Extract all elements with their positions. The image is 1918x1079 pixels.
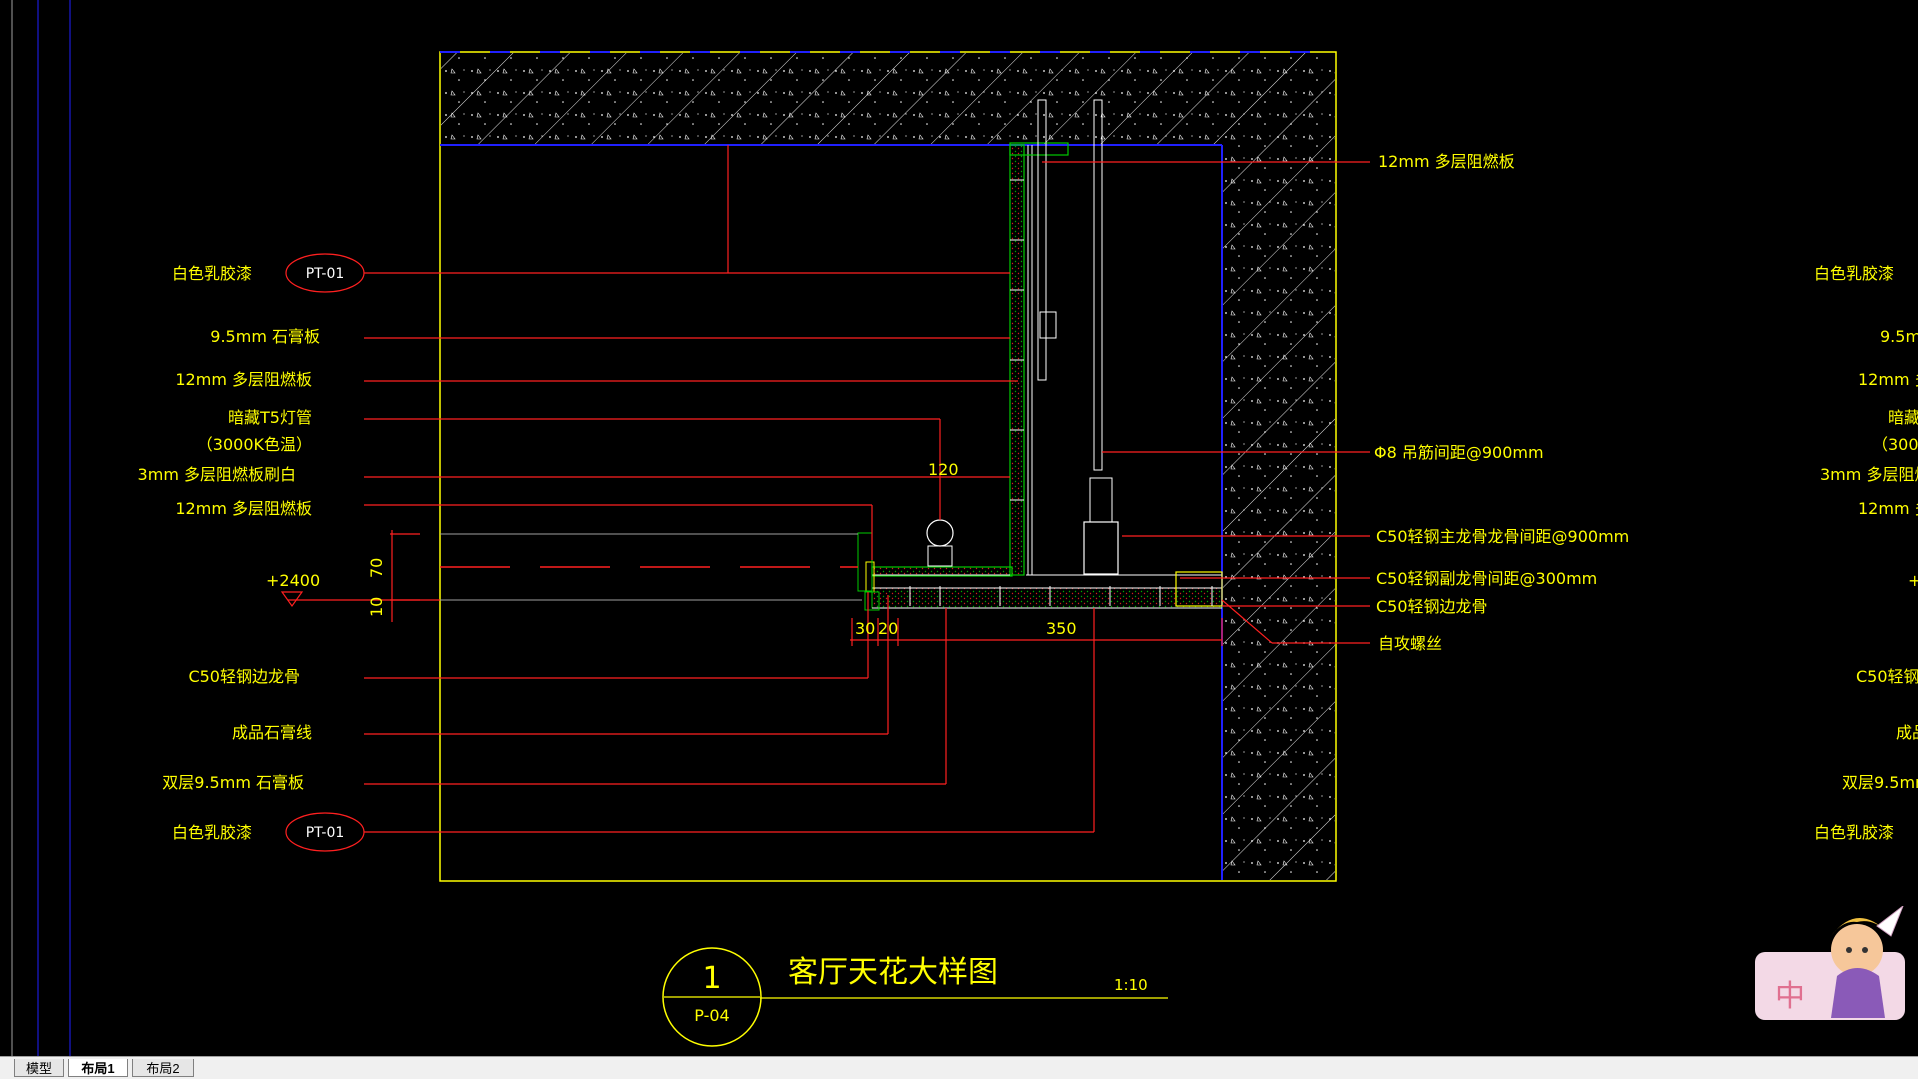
detail-number: 1 — [702, 961, 721, 996]
label-c50-joint: C50轻钢边龙骨 — [188, 667, 300, 686]
label-screw: 自攻螺丝 — [1378, 634, 1442, 653]
viewport-border-lines — [11, 0, 71, 1056]
dim-20: 20 — [878, 619, 898, 638]
svg-text:暗藏T: 暗藏T — [1888, 408, 1918, 427]
cad-drawing-canvas[interactable]: 白色乳胶漆 9.5mm 石膏板 12mm 多层阻燃板 暗藏T5灯管 （3000K… — [0, 0, 1918, 1056]
svg-text:+: + — [1908, 571, 1918, 590]
level-marker-icon — [280, 591, 304, 608]
label-right-fire-board: 12mm 多层阻燃板 — [1378, 152, 1515, 171]
paint-tag-top-text: PT-01 — [306, 266, 345, 282]
label-fire-board-12-b: 12mm 多层阻燃板 — [175, 499, 312, 518]
tab-layout-1[interactable]: 布局1 — [68, 1059, 128, 1077]
svg-text:12mm 多: 12mm 多 — [1858, 499, 1918, 518]
svg-text:白色乳胶漆: 白色乳胶漆 — [1814, 823, 1894, 842]
label-level: +2400 — [266, 571, 320, 590]
paint-tag-bottom-text: PT-01 — [306, 825, 345, 841]
concrete-slab — [440, 53, 1335, 146]
svg-text:12mm 多: 12mm 多 — [1858, 370, 1918, 389]
tab-layout-2[interactable]: 布局2 — [132, 1059, 194, 1077]
dim-120: 120 — [928, 460, 959, 479]
tab-model[interactable]: 模型 — [14, 1059, 64, 1077]
label-rod: Φ8 吊筋间距@900mm — [1374, 443, 1544, 462]
sheet-reference: P-04 — [694, 1006, 729, 1025]
svg-text:C50轻钢边: C50轻钢边 — [1856, 667, 1918, 686]
svg-text:（3000: （3000 — [1872, 435, 1918, 454]
dim-10: 10 — [367, 597, 386, 617]
label-sub-keel: C50轻钢副龙骨间距@300mm — [1376, 569, 1597, 588]
svg-text:白色乳胶漆: 白色乳胶漆 — [1814, 264, 1894, 283]
label-paint-top: 白色乳胶漆 — [172, 264, 252, 283]
drawing-title: 客厅天花大样图 — [788, 955, 998, 990]
leader-lines — [288, 145, 1370, 833]
mascot-badge[interactable]: 中 — [1753, 904, 1913, 1024]
label-main-keel: C50轻钢主龙骨龙骨间距@900mm — [1376, 527, 1629, 546]
label-edge-keel: C50轻钢边龙骨 — [1376, 597, 1488, 616]
label-gypsum-line: 成品石膏线 — [232, 723, 312, 742]
concrete-wall — [1221, 145, 1335, 880]
svg-text:3mm 多层阻燃板: 3mm 多层阻燃板 — [1820, 465, 1918, 484]
mascot-glyph: 中 — [1775, 979, 1805, 1014]
layout-tab-bar: 模型 布局1 布局2 — [0, 1056, 1918, 1079]
label-double-gypsum: 双层9.5mm 石膏板 — [162, 773, 304, 792]
svg-text:成品: 成品 — [1896, 723, 1918, 742]
svg-text:双层9.5mm 石: 双层9.5mm 石 — [1842, 773, 1918, 792]
drawing-scale: 1:10 — [1114, 976, 1148, 994]
label-t5-tube-1: 暗藏T5灯管 — [228, 408, 312, 427]
adjacent-drawing-labels: 白色乳胶漆 9.5mm 12mm 多 暗藏T （3000 3mm 多层阻燃板 1… — [1814, 264, 1918, 842]
dim-70: 70 — [367, 558, 386, 578]
ceiling-section — [440, 99, 1223, 611]
dim-30: 30 — [855, 619, 875, 638]
paint-tag-top — [285, 253, 365, 293]
detail-title-block — [662, 947, 1168, 1047]
label-fire-board-12-a: 12mm 多层阻燃板 — [175, 370, 312, 389]
drawing-frame — [439, 51, 1337, 882]
label-t5-tube-2: （3000K色温） — [197, 435, 312, 454]
label-gypsum-95: 9.5mm 石膏板 — [210, 327, 320, 346]
svg-text:9.5mm: 9.5mm — [1880, 327, 1918, 346]
label-fire-board-3: 3mm 多层阻燃板刷白 — [138, 465, 296, 484]
paint-tag-bottom — [285, 812, 365, 852]
label-paint-bottom: 白色乳胶漆 — [172, 823, 252, 842]
dim-350: 350 — [1046, 619, 1077, 638]
